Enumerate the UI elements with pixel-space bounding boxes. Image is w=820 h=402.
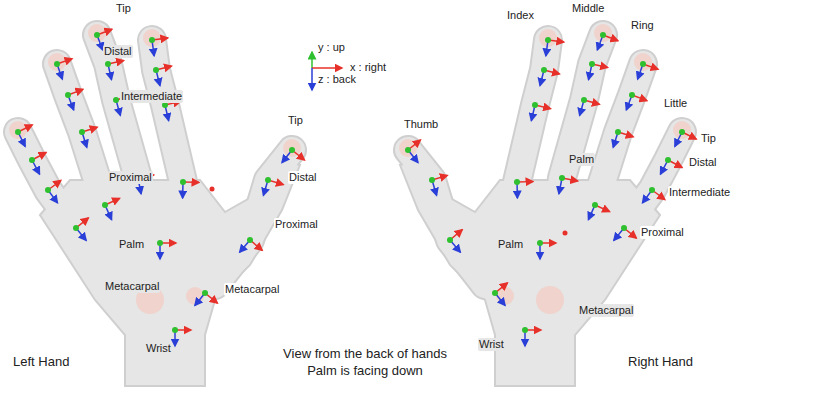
part-label: Tip: [700, 132, 717, 145]
part-label: Metacarpal: [578, 304, 634, 317]
part-label: Distal: [103, 45, 133, 58]
joint-dot: [113, 97, 119, 103]
part-label: Right Hand: [627, 354, 694, 369]
joint-dot: [102, 202, 108, 208]
part-label: Thumb: [403, 118, 439, 131]
part-label: Left Hand: [12, 354, 70, 369]
joint-dot: [65, 92, 71, 98]
caption: View from the back of hands Palm is faci…: [270, 345, 460, 379]
part-label: Intermediate: [668, 186, 731, 199]
joint-dot: [29, 157, 35, 163]
left-hand: [9, 24, 301, 386]
joint-dot: [589, 61, 595, 67]
part-label: Tip: [287, 114, 304, 127]
part-label: Distal: [688, 156, 718, 169]
joint-dot: [79, 129, 85, 135]
joint-dot: [522, 327, 528, 333]
joint-dot: [405, 147, 411, 153]
joint-dot: [157, 240, 163, 246]
joint-dot: [73, 225, 79, 231]
joint-dot: [105, 61, 111, 67]
part-label: Intermediate: [120, 90, 183, 103]
part-label: Proximal: [640, 226, 685, 239]
part-label: Distal: [288, 171, 318, 184]
joint-dot: [514, 179, 520, 185]
part-label: Middle: [571, 2, 605, 15]
part-label: Metacarpal: [104, 280, 160, 293]
joint-dot: [180, 179, 186, 185]
part-label: Ring: [630, 19, 655, 32]
joint-dot: [649, 187, 655, 193]
part-label: y : up: [317, 41, 346, 54]
part-label: Palm: [118, 238, 145, 251]
joint-dot: [679, 129, 685, 135]
part-label: Proximal: [108, 171, 153, 184]
part-label: Wrist: [478, 338, 505, 351]
joint-dot: [615, 129, 621, 135]
joint-dot: [532, 102, 538, 108]
joint-dot: [54, 61, 60, 67]
joint-dot: [153, 67, 159, 73]
joint-dot: [629, 92, 635, 98]
joint-dot: [600, 32, 606, 38]
joint-dot: [592, 202, 598, 208]
joint-dot: [15, 129, 21, 135]
right-hand: [399, 24, 691, 386]
marker-dot: [563, 231, 568, 236]
joint-dot: [172, 327, 178, 333]
joint-dot: [447, 237, 453, 243]
joint-dot: [265, 177, 271, 183]
part-label: z : back: [317, 73, 357, 86]
joint-dot: [621, 225, 627, 231]
part-label: Palm: [568, 153, 595, 166]
part-label: Proximal: [274, 218, 319, 231]
joint-dot: [247, 237, 253, 243]
joint-dot: [541, 67, 547, 73]
part-label: Wrist: [145, 342, 172, 355]
part-label: Tip: [115, 2, 132, 15]
joint-dot: [289, 147, 295, 153]
joint-dot: [537, 240, 543, 246]
joint-dot: [581, 97, 587, 103]
joint-dot: [45, 187, 51, 193]
joint-dot: [149, 37, 155, 43]
part-label: Metacarpal: [224, 283, 280, 296]
joint-dot: [429, 177, 435, 183]
part-label: Little: [663, 97, 688, 110]
joint-dot: [94, 32, 100, 38]
joint-dot: [665, 157, 671, 163]
joint-dot: [202, 290, 208, 296]
joint-dot: [559, 175, 565, 181]
marker-dot: [210, 187, 215, 192]
part-label: Palm: [497, 238, 524, 251]
part-label: Index: [506, 9, 535, 22]
joint-dot: [640, 61, 646, 67]
joint-dot: [492, 290, 498, 296]
joint-dot: [545, 37, 551, 43]
